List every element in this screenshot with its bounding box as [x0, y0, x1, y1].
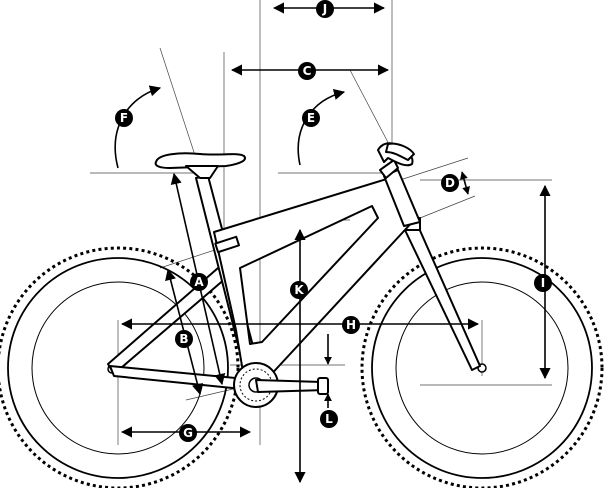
label-a-text: A [194, 275, 204, 289]
label-c-badge: C [298, 62, 316, 80]
label-j-badge: J [316, 0, 334, 18]
label-f-text: F [120, 111, 128, 125]
label-d-text: D [445, 176, 455, 190]
label-c-text: C [303, 64, 312, 78]
front-wheel [360, 246, 604, 488]
label-g-text: G [183, 426, 193, 440]
label-l-text: L [325, 412, 333, 426]
label-g-badge: G [179, 424, 197, 442]
label-i-badge: I [534, 274, 552, 292]
label-b-badge: B [175, 330, 193, 348]
label-h-badge: H [342, 316, 360, 334]
reference-lines [90, 0, 552, 445]
label-badges: J C F E D A K I [115, 0, 552, 442]
label-i-text: I [541, 276, 545, 290]
label-b-text: B [179, 332, 188, 346]
label-e-text: E [307, 111, 315, 125]
label-k-text: K [294, 283, 304, 297]
crankset [233, 362, 329, 408]
label-k-badge: K [290, 281, 308, 299]
label-j-text: J [322, 2, 327, 16]
label-e-badge: E [302, 109, 320, 127]
label-h-text: H [346, 318, 356, 332]
label-a-badge: A [190, 273, 208, 291]
label-d-badge: D [441, 174, 459, 192]
label-l-badge: L [320, 410, 338, 428]
label-f-badge: F [115, 109, 133, 127]
